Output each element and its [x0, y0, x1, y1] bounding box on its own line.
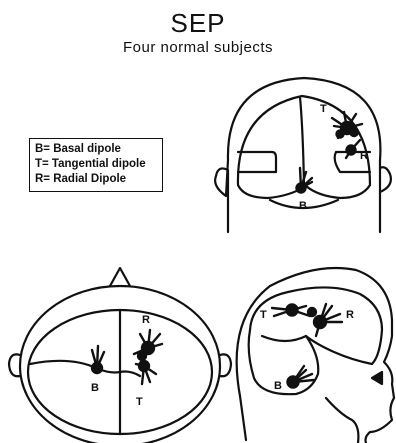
top-nose — [110, 268, 130, 286]
back-label-t: T — [320, 103, 327, 115]
back-dipoles — [297, 112, 363, 193]
top-dipoles — [92, 330, 162, 384]
top-label-t: T — [136, 396, 143, 408]
top-sulcus — [30, 361, 140, 376]
side-view-head — [237, 268, 394, 443]
top-label-r: R — [142, 314, 150, 326]
side-neck — [326, 398, 358, 443]
back-label-r: R — [360, 150, 368, 162]
side-dipoles — [272, 304, 342, 388]
top-label-b: B — [91, 382, 99, 394]
back-label-b: B — [299, 200, 307, 212]
top-view-head — [9, 268, 231, 443]
top-left-ear — [9, 354, 20, 376]
side-brain-outline — [249, 287, 382, 394]
side-label-r: R — [346, 309, 354, 321]
side-eye — [372, 372, 382, 384]
top-right-ear — [220, 354, 231, 376]
side-fissure — [262, 336, 306, 341]
side-label-t: T — [260, 309, 267, 321]
side-label-b: B — [274, 380, 282, 392]
